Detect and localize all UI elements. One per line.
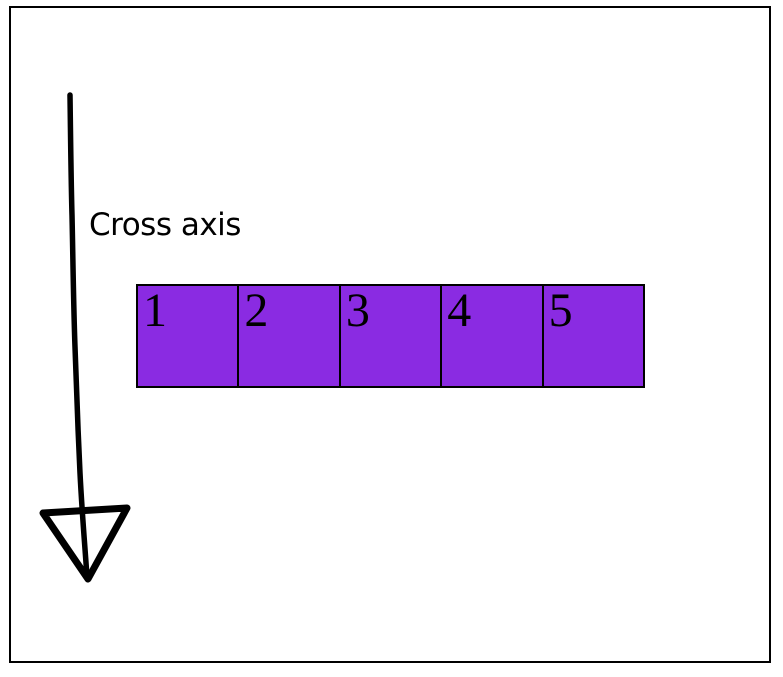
flex-item: 3 [340, 286, 443, 386]
arrow-line [67, 92, 90, 580]
cross-axis-label: Cross axis [89, 207, 241, 243]
cross-axis-arrow [39, 92, 131, 583]
flex-item: 4 [442, 286, 544, 386]
flex-item: 5 [543, 286, 644, 386]
flex-item: 2 [239, 286, 341, 386]
arrow-head [39, 504, 131, 583]
flex-item: 1 [138, 286, 240, 386]
flex-container-row: 1 2 3 4 5 [136, 284, 645, 388]
